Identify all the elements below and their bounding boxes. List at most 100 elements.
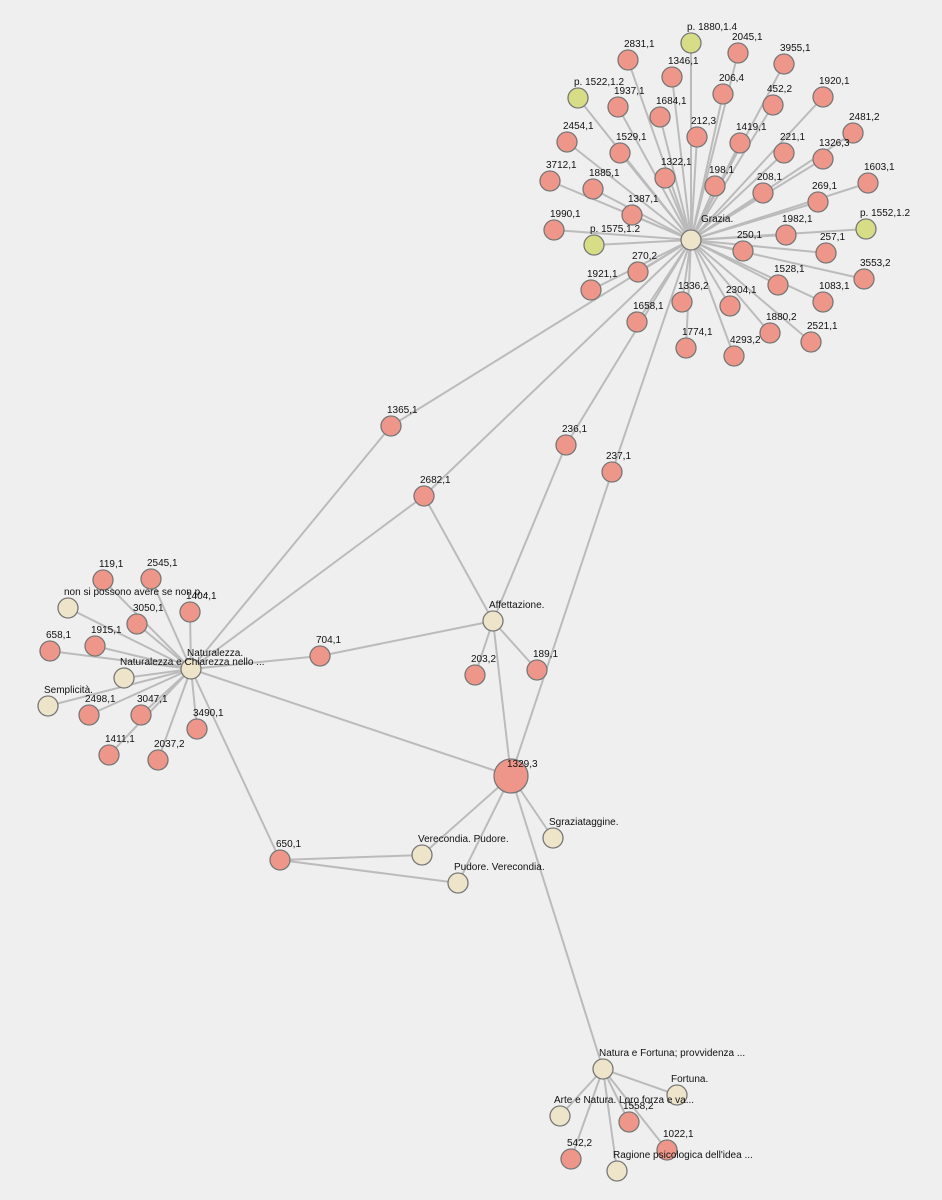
node-n1336[interactable] — [671, 291, 693, 313]
edge-natfort-ragione — [602, 1068, 618, 1172]
node-n1528[interactable] — [767, 274, 789, 296]
node-n236[interactable] — [555, 434, 577, 456]
node-nonsi[interactable] — [57, 597, 79, 619]
node-n1603[interactable] — [857, 172, 879, 194]
node-n1329[interactable] — [493, 758, 529, 794]
node-n1921[interactable] — [580, 279, 602, 301]
node-label-n2682: 2682,1 — [420, 475, 451, 486]
node-n1322[interactable] — [654, 167, 676, 189]
node-n250[interactable] — [732, 240, 754, 262]
node-pudore[interactable] — [447, 872, 469, 894]
node-n203[interactable] — [464, 664, 486, 686]
node-label-n1326: 1326,3 — [819, 138, 850, 149]
node-n237[interactable] — [601, 461, 623, 483]
node-p1552[interactable] — [855, 218, 877, 240]
node-n1920[interactable] — [812, 86, 834, 108]
node-n1346[interactable] — [661, 66, 683, 88]
node-n1774[interactable] — [675, 337, 697, 359]
node-n212[interactable] — [686, 126, 708, 148]
node-n2481[interactable] — [842, 122, 864, 144]
node-n206[interactable] — [712, 83, 734, 105]
edge-grazia-n1387 — [631, 214, 692, 241]
node-n2045[interactable] — [727, 42, 749, 64]
node-n2498[interactable] — [78, 704, 100, 726]
node-p1522[interactable] — [567, 87, 589, 109]
edge-naturalezza-n2037 — [157, 668, 192, 761]
node-n3047[interactable] — [130, 704, 152, 726]
node-n1658[interactable] — [626, 311, 648, 333]
node-n1880b[interactable] — [759, 322, 781, 344]
node-n1684[interactable] — [649, 106, 671, 128]
node-n2304[interactable] — [719, 295, 741, 317]
node-n704[interactable] — [309, 645, 331, 667]
node-artenat[interactable] — [549, 1105, 571, 1127]
node-semplicita[interactable] — [37, 695, 59, 717]
node-n2037[interactable] — [147, 749, 169, 771]
edge-grazia-n2304 — [690, 239, 731, 307]
node-sgraz[interactable] — [542, 827, 564, 849]
node-n1411[interactable] — [98, 744, 120, 766]
node-n257[interactable] — [815, 242, 837, 264]
edge-n650-verec — [279, 854, 423, 861]
node-n1326[interactable] — [812, 148, 834, 170]
node-n1915[interactable] — [84, 635, 106, 657]
node-n3955[interactable] — [773, 53, 795, 75]
node-label-n1404: 1404,1 — [186, 591, 217, 602]
node-natchiar[interactable] — [113, 667, 135, 689]
node-label-n250: 250,1 — [737, 230, 762, 241]
node-n2521[interactable] — [800, 331, 822, 353]
node-label-n542: 542,2 — [567, 1138, 592, 1149]
node-n119[interactable] — [92, 569, 114, 591]
node-n1022[interactable] — [656, 1139, 678, 1161]
node-grazia[interactable] — [680, 229, 702, 251]
node-label-n1982: 1982,1 — [782, 214, 813, 225]
node-n1982[interactable] — [775, 224, 797, 246]
node-n1937[interactable] — [607, 96, 629, 118]
node-n650[interactable] — [269, 849, 291, 871]
node-n269[interactable] — [807, 191, 829, 213]
node-n4293[interactable] — [723, 345, 745, 367]
node-n1990[interactable] — [543, 219, 565, 241]
node-n3712[interactable] — [539, 170, 561, 192]
node-p1880[interactable] — [680, 32, 702, 54]
node-n658[interactable] — [39, 640, 61, 662]
edge-grazia-n1346 — [671, 76, 692, 241]
node-p1575[interactable] — [583, 234, 605, 256]
node-ragione[interactable] — [606, 1160, 628, 1182]
node-n1419[interactable] — [729, 132, 751, 154]
node-label-fortuna: Fortuna. — [671, 1074, 708, 1085]
node-natfort[interactable] — [592, 1058, 614, 1080]
node-n3050[interactable] — [126, 613, 148, 635]
node-label-n2521: 2521,1 — [807, 321, 838, 332]
node-affettazione[interactable] — [482, 610, 504, 632]
node-label-n2045: 2045,1 — [732, 32, 763, 43]
node-n2545[interactable] — [140, 568, 162, 590]
edge-n2682-naturalezza — [190, 495, 425, 670]
node-label-n1022: 1022,1 — [663, 1129, 694, 1140]
node-n2682[interactable] — [413, 485, 435, 507]
node-naturalezza[interactable] — [180, 658, 202, 680]
node-n2831[interactable] — [617, 49, 639, 71]
node-n2454[interactable] — [556, 131, 578, 153]
node-n1365[interactable] — [380, 415, 402, 437]
node-n1529[interactable] — [609, 142, 631, 164]
node-verec[interactable] — [411, 844, 433, 866]
node-label-p1522: p. 1522,1.2 — [574, 77, 624, 88]
node-n452[interactable] — [762, 94, 784, 116]
node-n189[interactable] — [526, 659, 548, 681]
node-n270[interactable] — [627, 261, 649, 283]
node-label-n236: 236,1 — [562, 424, 587, 435]
node-n208[interactable] — [752, 182, 774, 204]
node-n1885[interactable] — [582, 178, 604, 200]
node-n1558[interactable] — [618, 1111, 640, 1133]
node-label-n189: 189,1 — [533, 649, 558, 660]
node-n221[interactable] — [773, 142, 795, 164]
node-n198[interactable] — [704, 175, 726, 197]
node-fortuna[interactable] — [666, 1084, 688, 1106]
node-n1083[interactable] — [812, 291, 834, 313]
node-n542[interactable] — [560, 1148, 582, 1170]
node-n3490[interactable] — [186, 718, 208, 740]
node-n1404[interactable] — [179, 601, 201, 623]
node-n1387[interactable] — [621, 204, 643, 226]
node-n3553[interactable] — [853, 268, 875, 290]
